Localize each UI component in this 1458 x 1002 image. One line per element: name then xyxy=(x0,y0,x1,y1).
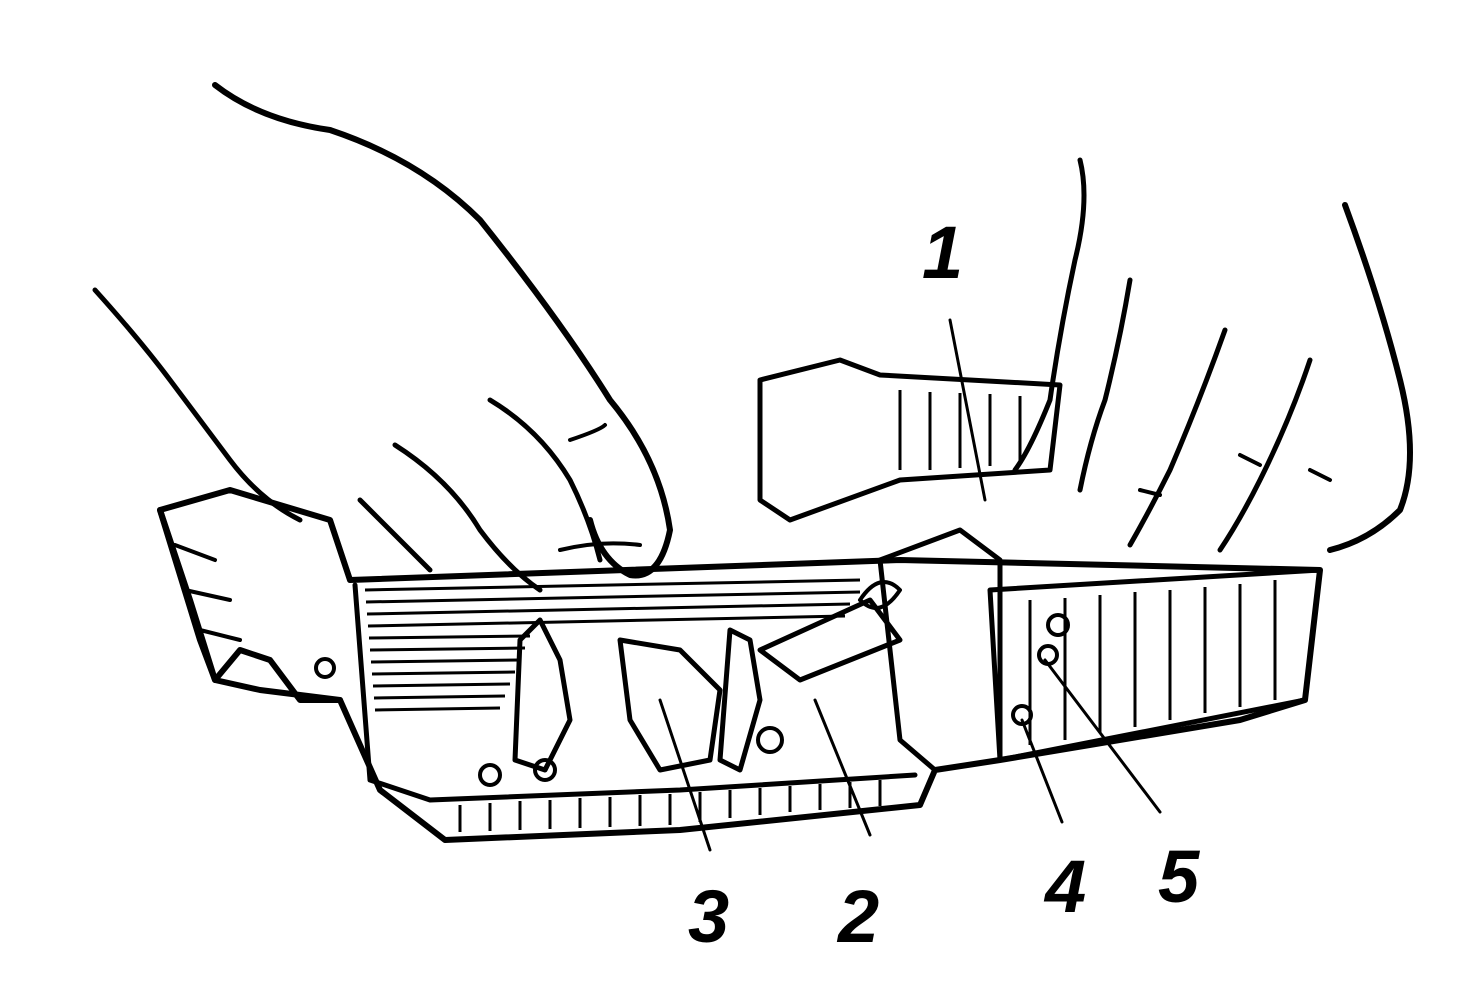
callout-labels: 1 2 3 4 5 xyxy=(688,211,1201,958)
receiver-housing xyxy=(157,487,1323,843)
mechanism-parts xyxy=(478,527,1003,787)
callout-label-4: 4 xyxy=(1043,845,1086,928)
left-hand xyxy=(92,82,673,593)
callout-label-2: 2 xyxy=(836,875,879,958)
leader-line-4 xyxy=(1020,718,1064,824)
front-wall-hatching xyxy=(458,780,882,832)
leader-line-2 xyxy=(813,698,872,837)
leader-line-3 xyxy=(658,698,712,852)
right-side-wall xyxy=(987,567,1323,763)
right-hand xyxy=(1012,157,1413,553)
callout-label-1: 1 xyxy=(922,211,963,294)
callout-label-3: 3 xyxy=(688,875,729,958)
leader-line-5 xyxy=(1043,658,1162,814)
rear-upright-block xyxy=(757,357,1063,523)
leader-line-1 xyxy=(948,318,987,502)
interior-hatching xyxy=(364,578,861,712)
callout-leaders xyxy=(658,318,1162,852)
callout-label-5: 5 xyxy=(1158,835,1201,918)
